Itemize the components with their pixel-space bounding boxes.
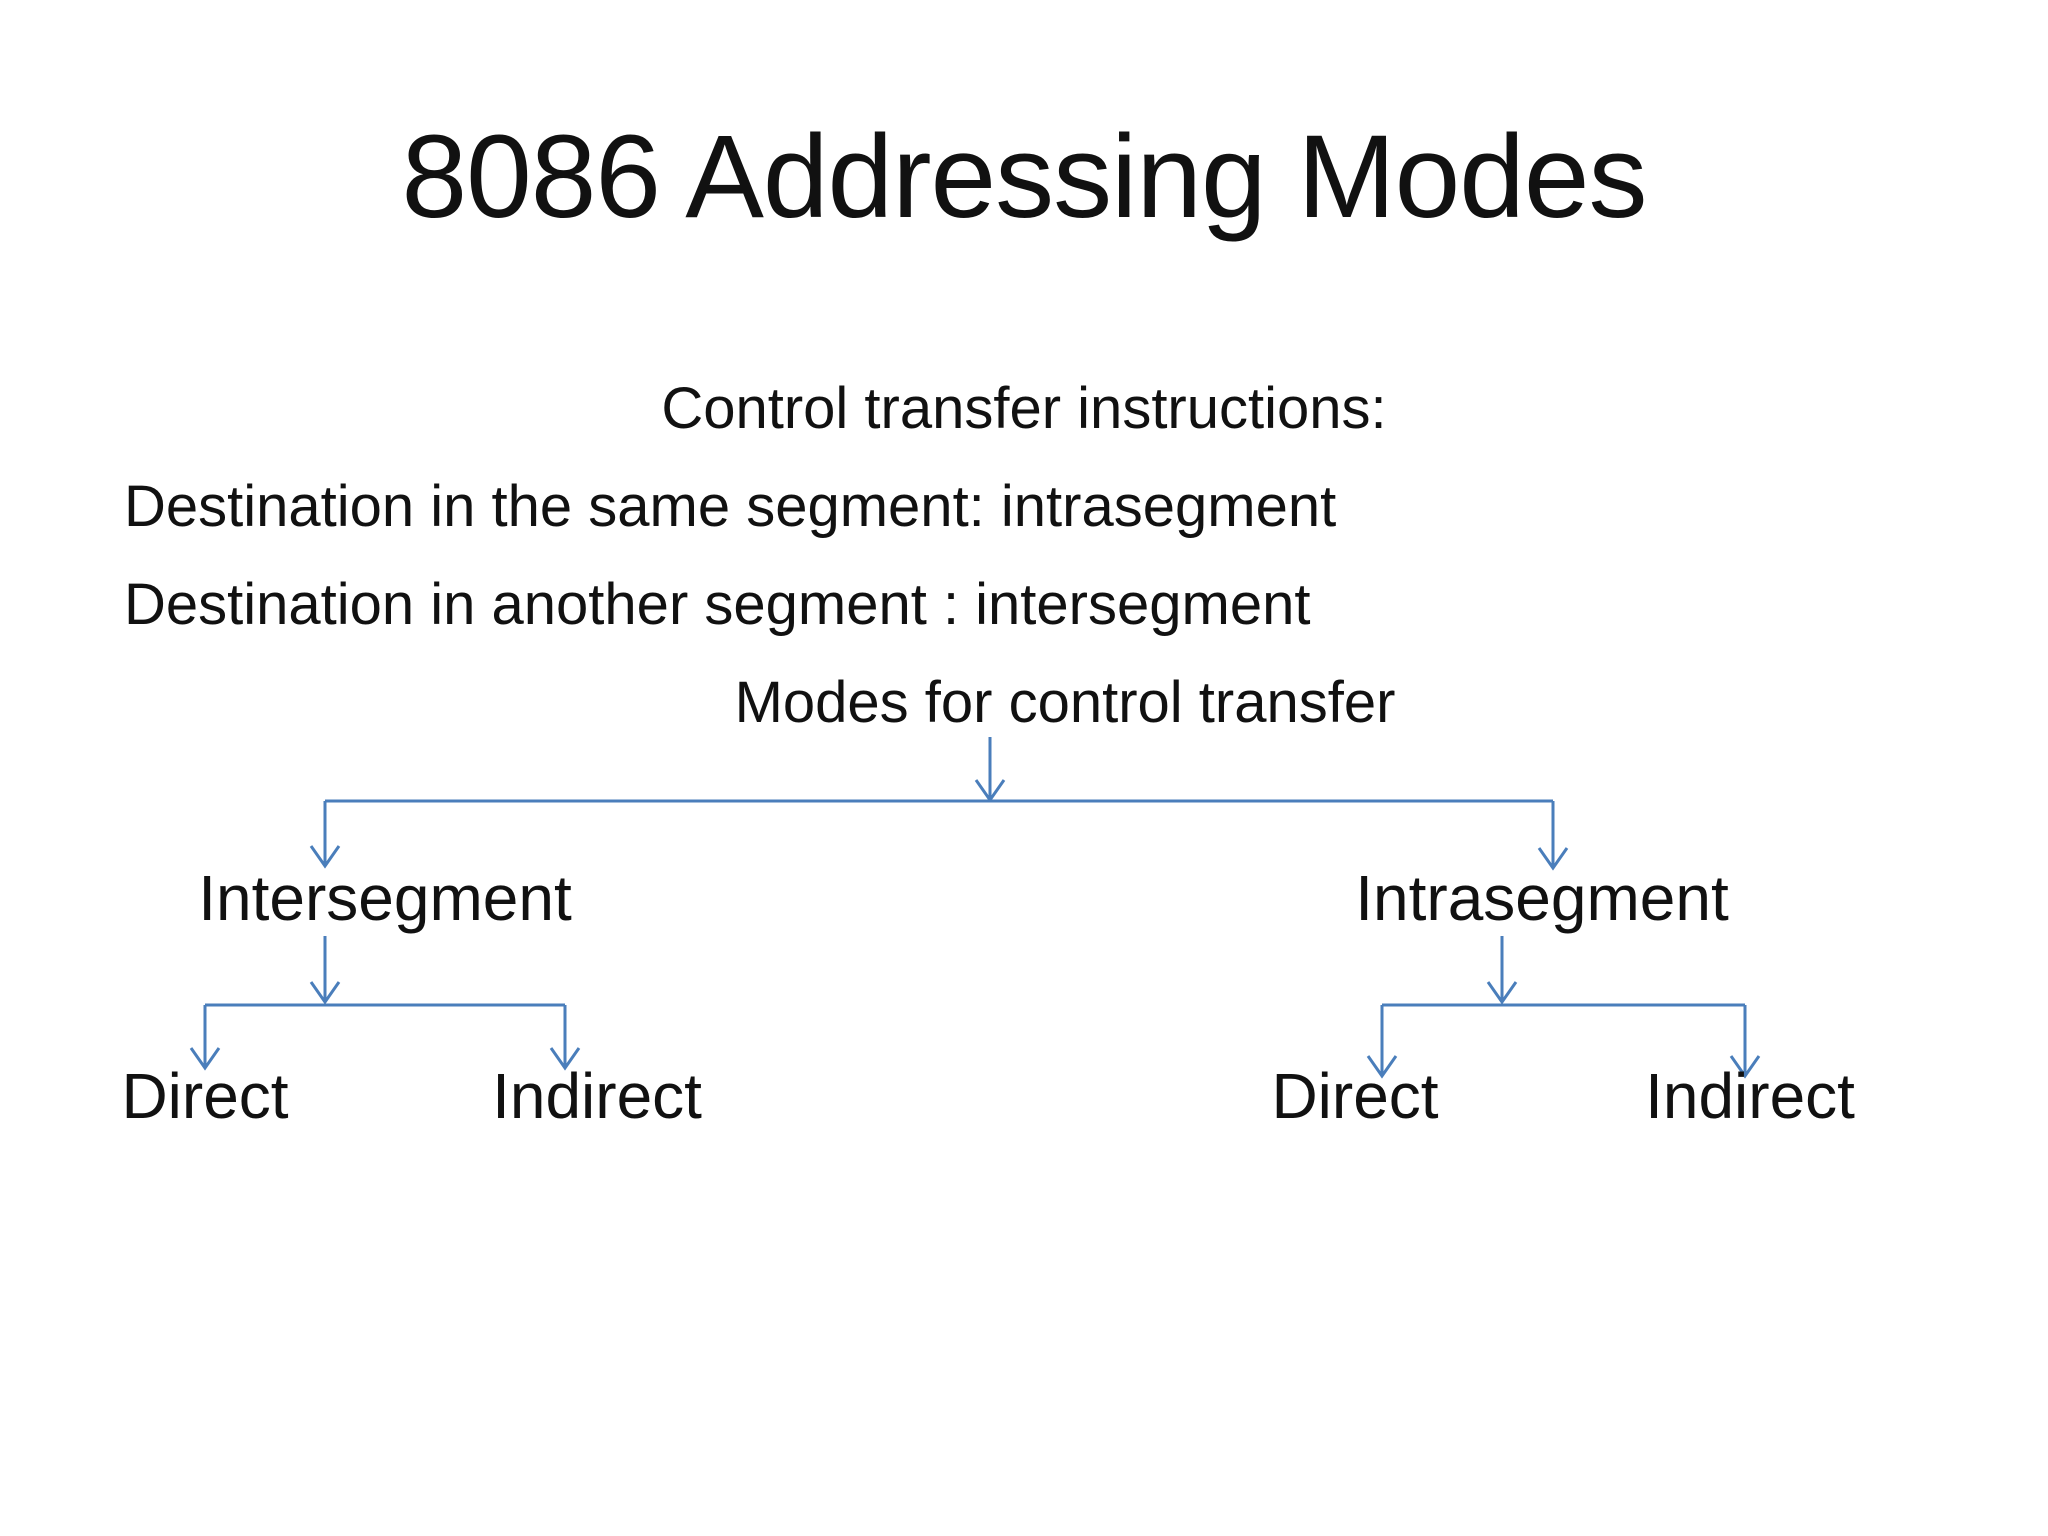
arrow-to-indirect-left — [549, 1005, 581, 1071]
body-line-intersegment-definition: Destination in another segment : interse… — [124, 572, 1311, 637]
arrow-to-direct-left — [189, 1005, 221, 1071]
intersegment-down-arrow — [309, 936, 341, 1005]
arrow-to-indirect-right — [1729, 1005, 1761, 1079]
tree-leaf-intersegment-indirect: Indirect — [492, 1060, 702, 1132]
tree-leaf-intrasegment-indirect: Indirect — [1645, 1060, 1855, 1132]
tree-node-intersegment: Intersegment — [198, 862, 572, 934]
tree-leaf-intrasegment-direct: Direct — [1271, 1060, 1439, 1132]
tree-node-intrasegment: Intrasegment — [1355, 862, 1729, 934]
tree-leaf-intersegment-direct: Direct — [121, 1060, 289, 1132]
arrow-to-direct-right — [1366, 1005, 1398, 1079]
page-title: 8086 Addressing Modes — [401, 111, 1647, 243]
body-line-intrasegment-definition: Destination in the same segment: intrase… — [124, 474, 1337, 539]
arrow-to-intrasegment — [1537, 801, 1569, 871]
body-line-control-transfer: Control transfer instructions: — [661, 376, 1387, 441]
arrow-to-intersegment — [309, 801, 341, 869]
tree-root-label: Modes for control transfer — [734, 670, 1396, 735]
intrasegment-down-arrow — [1486, 936, 1518, 1005]
root-arrow — [974, 737, 1006, 803]
